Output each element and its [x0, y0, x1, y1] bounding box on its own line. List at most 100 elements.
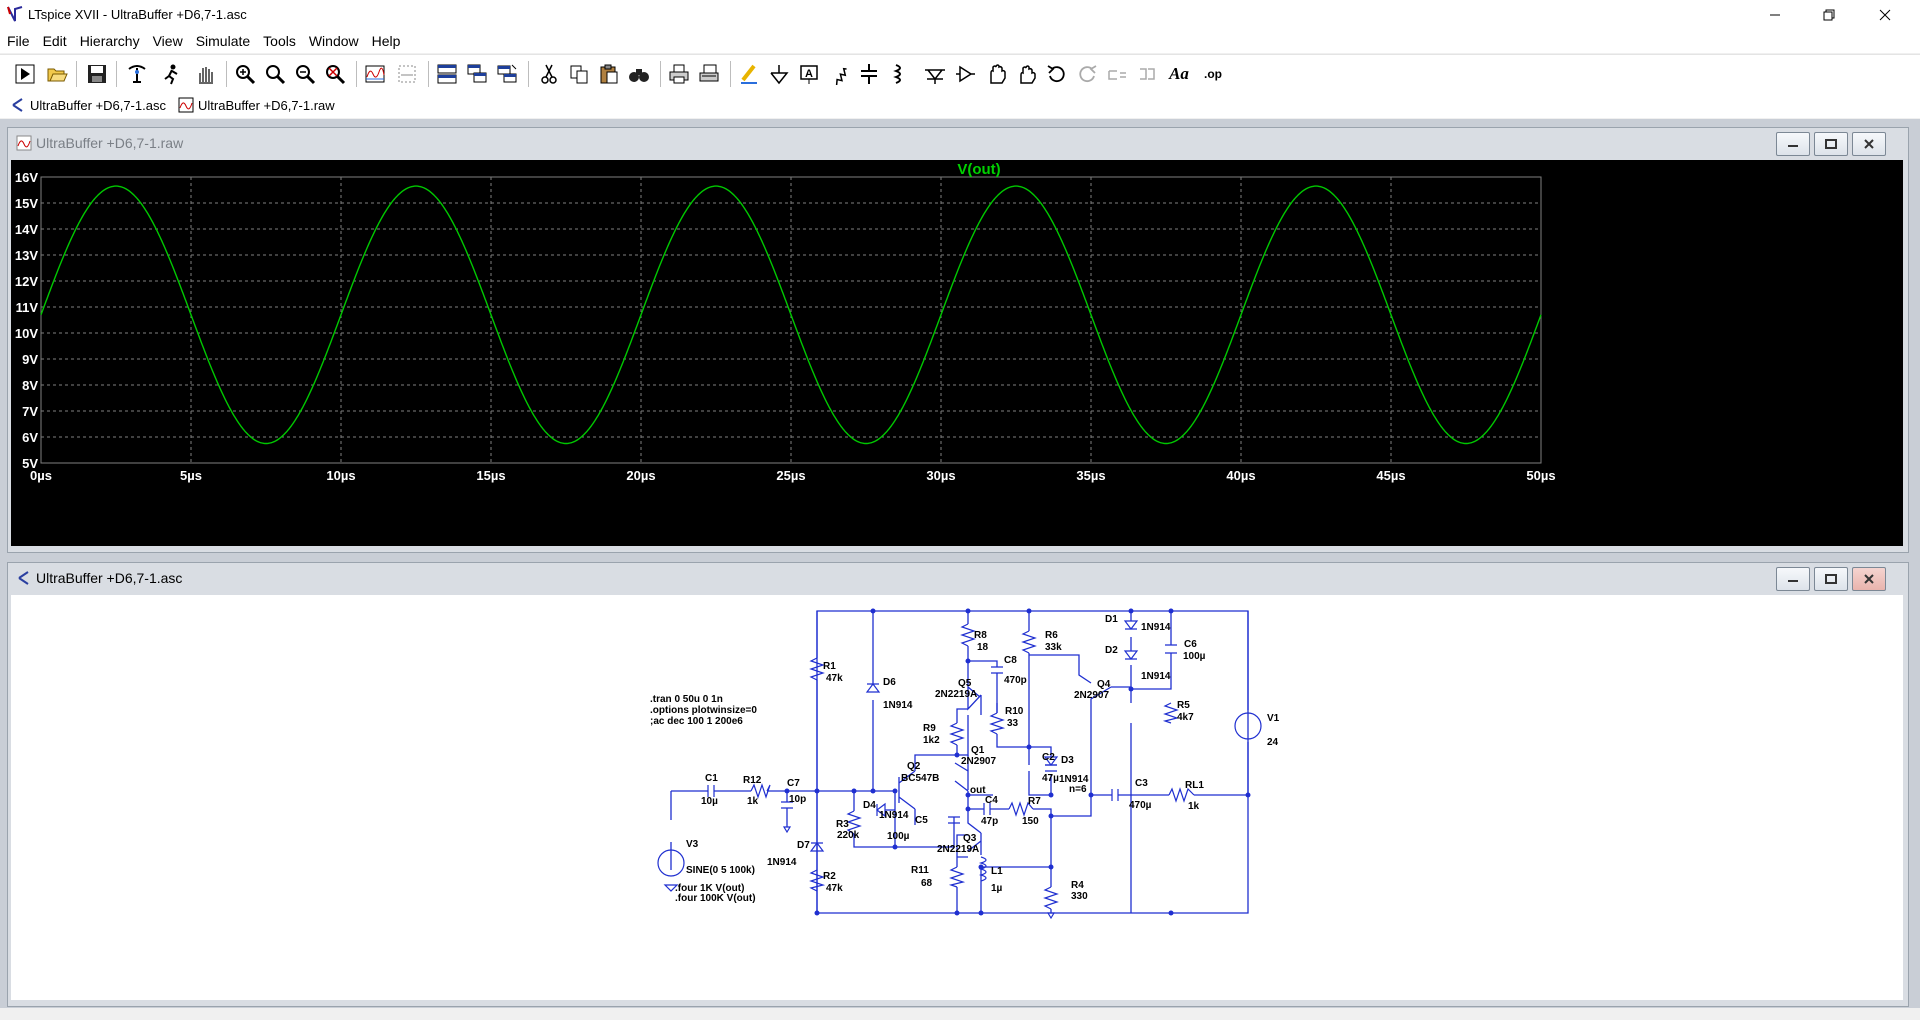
resistor-button[interactable]: [826, 61, 852, 87]
component-ref[interactable]: C6: [1184, 639, 1197, 650]
redo-button[interactable]: [1074, 61, 1100, 87]
menu-help[interactable]: Help: [371, 33, 401, 49]
y-tick-label[interactable]: 16V: [15, 170, 38, 185]
waveform-minimize-button[interactable]: [1776, 132, 1810, 156]
component-ref[interactable]: C8: [1004, 655, 1017, 666]
component-value[interactable]: 68: [921, 878, 933, 889]
x-tick-label[interactable]: 30µs: [926, 468, 955, 483]
menu-tools[interactable]: Tools: [263, 33, 296, 49]
component-value[interactable]: 1k: [747, 796, 759, 807]
close-button[interactable]: [1862, 0, 1908, 30]
waveform-maximize-button[interactable]: [1814, 132, 1848, 156]
component-ref[interactable]: D7: [797, 840, 810, 851]
y-tick-label[interactable]: 12V: [15, 274, 38, 289]
x-tick-label[interactable]: 45µs: [1376, 468, 1405, 483]
x-tick-label[interactable]: 10µs: [326, 468, 355, 483]
waveform-window-titlebar[interactable]: UltraBuffer +D6,7-1.raw: [8, 128, 1908, 156]
directive-text[interactable]: ;ac dec 100 1 200e6: [650, 716, 743, 727]
component-value[interactable]: 1N914: [883, 700, 913, 711]
component-value[interactable]: 10µ: [701, 796, 718, 807]
component-ref[interactable]: D3: [1061, 755, 1074, 766]
component-value[interactable]: SINE(0 5 100k): [686, 865, 755, 876]
schematic-minimize-button[interactable]: [1776, 567, 1810, 591]
component-ref[interactable]: Q5: [958, 678, 972, 689]
schematic-maximize-button[interactable]: [1814, 567, 1848, 591]
cascade-button[interactable]: [464, 61, 490, 87]
component-ref[interactable]: V3: [686, 839, 699, 850]
component-ref[interactable]: C2: [1042, 752, 1055, 763]
y-tick-label[interactable]: 13V: [15, 248, 38, 263]
component-value[interactable]: 1N914: [879, 810, 909, 821]
component-ref[interactable]: R11: [911, 865, 929, 876]
component-value[interactable]: 470p: [1004, 675, 1027, 686]
component-value[interactable]: 1N914: [1141, 622, 1171, 633]
text-button[interactable]: Aa: [1166, 61, 1192, 87]
capacitor-button[interactable]: [856, 61, 882, 87]
x-tick-label[interactable]: 0µs: [30, 468, 52, 483]
directive-text[interactable]: .tran 0 50u 0 1n: [650, 694, 723, 705]
tab-schematic[interactable]: UltraBuffer +D6,7-1.asc: [10, 96, 166, 114]
component-value[interactable]: 2N2219A: [935, 689, 977, 700]
component-ref[interactable]: R5: [1177, 700, 1190, 711]
y-tick-label[interactable]: 5V: [22, 456, 38, 471]
drag-button[interactable]: [1014, 61, 1040, 87]
component-button[interactable]: [952, 61, 978, 87]
x-tick-label[interactable]: 25µs: [776, 468, 805, 483]
component-ref[interactable]: C7: [787, 778, 800, 789]
menu-view[interactable]: View: [152, 33, 183, 49]
minimize-button[interactable]: [1752, 0, 1798, 30]
paste-button[interactable]: [596, 61, 622, 87]
component-value[interactable]: 330: [1071, 891, 1088, 902]
schematic-close-button[interactable]: [1852, 567, 1886, 591]
x-tick-label[interactable]: 35µs: [1076, 468, 1105, 483]
component-value[interactable]: 470µ: [1129, 800, 1152, 811]
component-ref[interactable]: Q4: [1097, 679, 1111, 690]
directive-text[interactable]: .four 100K V(out): [675, 893, 756, 904]
mirror-button[interactable]: [1134, 61, 1160, 87]
autorange-button[interactable]: [394, 61, 420, 87]
menu-simulate[interactable]: Simulate: [195, 33, 251, 49]
menu-file[interactable]: File: [7, 33, 30, 49]
pan-button[interactable]: [192, 61, 218, 87]
run-button[interactable]: [12, 61, 38, 87]
component-ref[interactable]: R1: [823, 661, 836, 672]
y-tick-label[interactable]: 15V: [15, 196, 38, 211]
x-tick-label[interactable]: 40µs: [1226, 468, 1255, 483]
copy-button[interactable]: [566, 61, 592, 87]
y-tick-label[interactable]: 7V: [22, 404, 38, 419]
component-value[interactable]: 1N914: [767, 857, 797, 868]
component-value[interactable]: 33k: [1045, 642, 1062, 653]
directive-text[interactable]: .four 1K V(out): [675, 883, 744, 894]
trace-title[interactable]: V(out): [957, 161, 1000, 178]
component-ref[interactable]: R12: [743, 775, 762, 786]
y-tick-label[interactable]: 9V: [22, 352, 38, 367]
component-ref[interactable]: R8: [974, 630, 987, 641]
x-tick-label[interactable]: 15µs: [476, 468, 505, 483]
component-value[interactable]: 47µ: [1042, 773, 1059, 784]
component-value[interactable]: 18: [977, 642, 989, 653]
component-ref[interactable]: Q1: [971, 745, 985, 756]
component-ref[interactable]: R7: [1028, 796, 1041, 807]
y-tick-label[interactable]: 14V: [15, 222, 38, 237]
label-net-button[interactable]: A: [796, 61, 822, 87]
menu-edit[interactable]: Edit: [42, 33, 67, 49]
zoom-area-button[interactable]: [262, 61, 288, 87]
component-value[interactable]: 100µ: [887, 831, 910, 842]
zoom-in-button[interactable]: [232, 61, 258, 87]
spice-directive-button[interactable]: .op: [1200, 61, 1226, 87]
component-ref[interactable]: C3: [1135, 778, 1148, 789]
component-value[interactable]: 150: [1022, 816, 1039, 827]
tile-vertical-button[interactable]: [494, 61, 520, 87]
component-value[interactable]: 1N914: [1141, 671, 1171, 682]
move-button[interactable]: [984, 61, 1010, 87]
menu-window[interactable]: Window: [308, 33, 359, 49]
component-value[interactable]: 1N914: [1059, 774, 1089, 785]
ground-button[interactable]: [766, 61, 792, 87]
draw-wire-button[interactable]: [736, 61, 762, 87]
undo-button[interactable]: [1044, 61, 1070, 87]
zoom-out-button[interactable]: [292, 61, 318, 87]
component-ref[interactable]: R3: [836, 819, 849, 830]
save-button[interactable]: [84, 61, 110, 87]
